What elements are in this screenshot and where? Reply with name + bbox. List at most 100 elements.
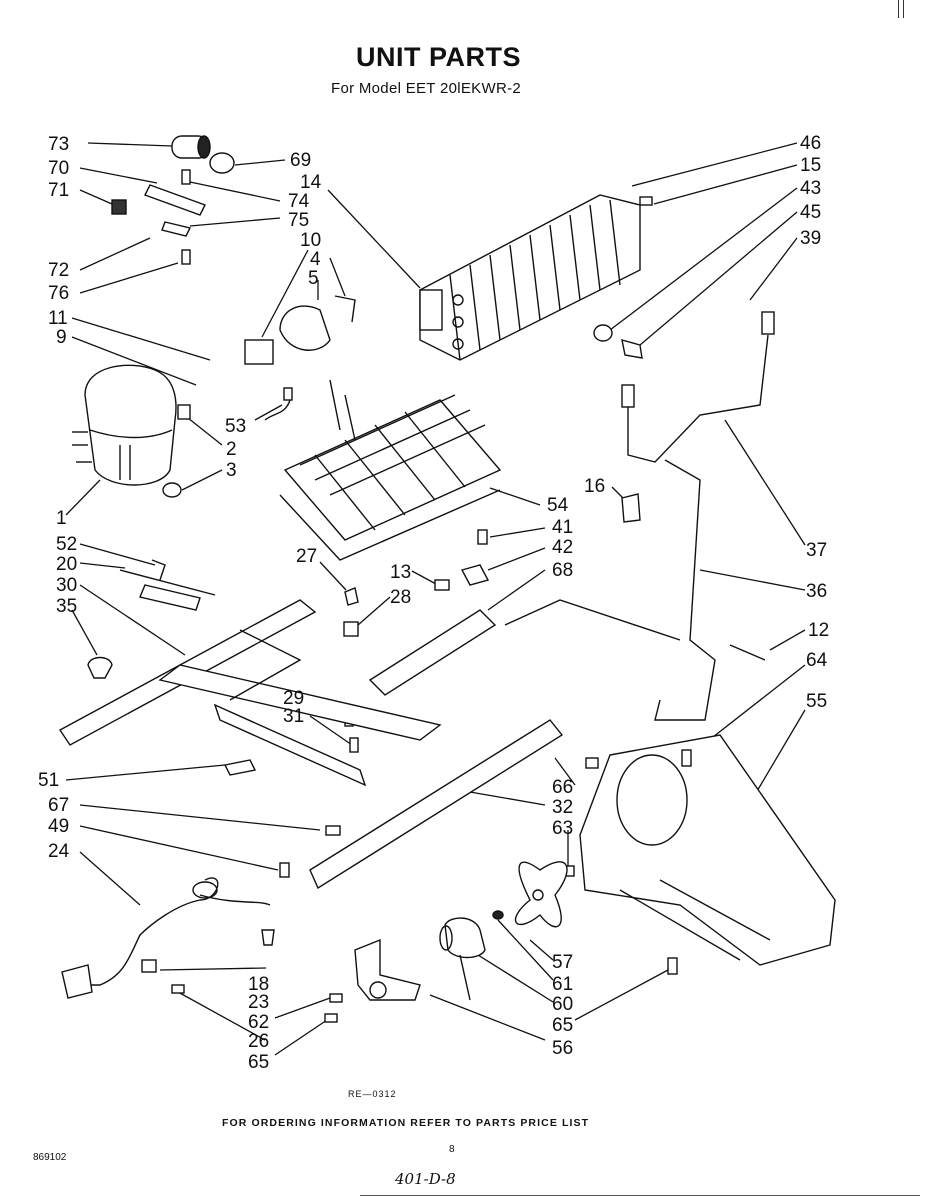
label-29: 29 [283, 688, 304, 709]
leader-1 [65, 479, 101, 516]
screw-31 [349, 737, 359, 753]
handwritten-note: 401-D-8 [395, 1170, 456, 1188]
label-57: 57 [552, 952, 573, 973]
document-number: 869102 [33, 1152, 67, 1163]
leader-23 [159, 967, 267, 971]
label-13: 13 [390, 562, 411, 583]
drain-fitting-39 [761, 311, 775, 335]
label-35: 35 [56, 596, 77, 617]
power-cord-24 [61, 877, 271, 999]
part-drawings [58, 135, 836, 1023]
leader-68 [487, 569, 546, 611]
label-3: 3 [226, 460, 237, 481]
leader-26 [177, 991, 266, 1041]
label-68: 68 [552, 560, 573, 581]
drain-tray-68 [368, 609, 497, 696]
label-28: 28 [390, 587, 411, 608]
clip-27 [344, 587, 359, 606]
drain-tube-37 [627, 334, 769, 463]
label-11: 11 [48, 308, 68, 329]
base-frame-30 [58, 599, 442, 787]
mount-screw-2 [177, 404, 191, 420]
capacitor-boot-69 [209, 152, 235, 174]
leader-lines [65, 142, 806, 1056]
grommet-35 [87, 656, 113, 679]
label-39: 39 [800, 228, 821, 249]
nut-28 [343, 621, 359, 637]
bushing-13 [434, 579, 450, 591]
label-76: 76 [48, 283, 69, 304]
screw-65b [667, 957, 678, 975]
tube-36 [504, 459, 716, 721]
label-66: 66 [552, 777, 573, 798]
leader-15 [653, 164, 798, 205]
leader-32 [469, 791, 546, 806]
compressor-1 [72, 364, 177, 486]
page-edge-mark [898, 0, 904, 18]
label-71: 71 [48, 180, 69, 201]
label-65a: 65 [248, 1052, 269, 1073]
capacitor-bracket-70 [111, 169, 206, 265]
label-16: 16 [584, 476, 605, 497]
screw-65a [324, 1013, 338, 1023]
nut-61 [492, 910, 504, 920]
leader-53 [254, 404, 283, 421]
label-63: 63 [552, 818, 573, 839]
label-54: 54 [547, 495, 569, 516]
label-73: 73 [48, 134, 69, 155]
grommet-3 [162, 482, 182, 498]
label-75: 75 [288, 210, 309, 231]
label-4: 4 [310, 249, 321, 270]
clip-52 [151, 559, 166, 581]
leader-13 [411, 570, 437, 585]
leader-57 [529, 939, 554, 961]
label-56: 56 [552, 1038, 573, 1059]
label-43: 43 [800, 178, 821, 199]
leader-70 [79, 167, 158, 184]
leader-12 [769, 629, 806, 651]
leader-24 [79, 851, 141, 906]
label-18: 18 [248, 974, 269, 995]
bolt-67 [325, 825, 341, 836]
screw-64 [681, 749, 692, 767]
label-65b: 65 [552, 1015, 573, 1036]
evaporator-14 [419, 194, 641, 361]
label-55: 55 [806, 691, 827, 712]
page-title: UNIT PARTS [356, 42, 521, 72]
leader-75 [189, 217, 281, 227]
fan-blade-57 [514, 861, 568, 928]
leader-67 [79, 804, 321, 831]
fan-shroud-55 [579, 734, 836, 966]
reference-code: RE—0312 [348, 1089, 397, 1099]
label-53: 53 [225, 416, 246, 437]
label-23: 23 [248, 992, 269, 1013]
condenser-54 [279, 379, 502, 561]
leader-71 [79, 189, 113, 205]
leader-66 [554, 757, 576, 786]
leader-74 [189, 181, 281, 202]
wire-12 [729, 644, 766, 661]
label-12: 12 [808, 620, 829, 641]
label-64: 64 [806, 650, 828, 671]
leader-28 [357, 596, 391, 626]
leader-61 [497, 919, 554, 981]
bracket-hub-56 [369, 981, 387, 999]
leader-3 [181, 469, 223, 491]
label-74: 74 [288, 191, 310, 212]
leader-52 [79, 543, 156, 566]
leader-9 [71, 336, 197, 386]
label-20: 20 [56, 554, 77, 575]
leader-46 [631, 142, 798, 187]
label-45: 45 [800, 202, 821, 223]
rail-32 [309, 719, 564, 890]
label-10: 10 [300, 230, 321, 251]
relay-5 [244, 295, 356, 365]
leader-65b [574, 969, 669, 1021]
leader-65a [274, 1017, 331, 1056]
leader-60 [469, 949, 554, 1003]
clip-53 [264, 399, 291, 421]
label-15: 15 [800, 155, 821, 176]
label-24: 24 [48, 841, 70, 862]
part-number-labels: 73 70 71 72 76 11 9 1 52 20 30 35 51 67 … [38, 133, 829, 1073]
